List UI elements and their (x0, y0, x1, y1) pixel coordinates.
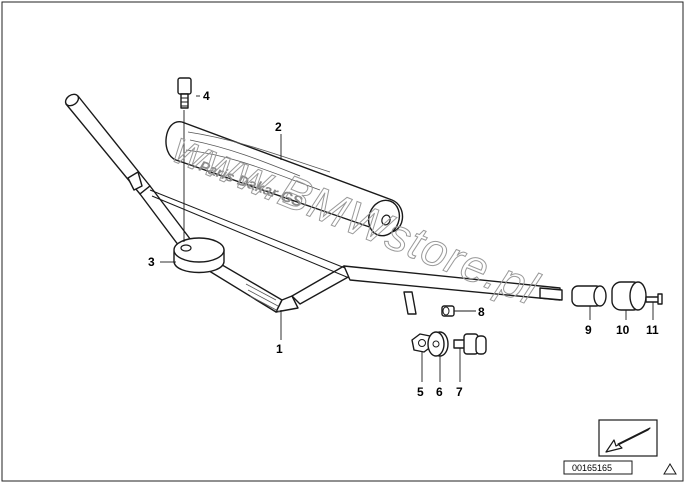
callout-10: 10 (616, 323, 630, 337)
document-number: 00165165 (572, 463, 612, 473)
rubber-mount (427, 331, 449, 357)
callout-9: 9 (585, 323, 592, 337)
bar-end-sleeve (571, 285, 607, 307)
callout-6: 6 (436, 385, 443, 399)
callout-1: 1 (276, 342, 283, 356)
callout-8: 8 (478, 305, 485, 319)
callout-4: 4 (203, 89, 210, 103)
triangle-icon (663, 463, 677, 475)
handlebar-clamp (173, 237, 225, 274)
washer (441, 305, 455, 317)
watermark: www.BMWstore.pl (166, 121, 546, 315)
bar-end-weight (611, 281, 647, 311)
clamp-bolt (177, 77, 192, 242)
screw (453, 333, 487, 355)
document-number-box: 00165165 (563, 460, 633, 475)
callout-11: 11 (646, 323, 659, 337)
leader-lines (160, 95, 654, 382)
nut (411, 333, 433, 353)
callout-7: 7 (456, 385, 463, 399)
callout-2: 2 (275, 120, 282, 134)
callout-3: 3 (148, 255, 155, 269)
end-screw (645, 293, 663, 305)
direction-arrow-icon (598, 419, 658, 457)
callout-5: 5 (417, 385, 424, 399)
